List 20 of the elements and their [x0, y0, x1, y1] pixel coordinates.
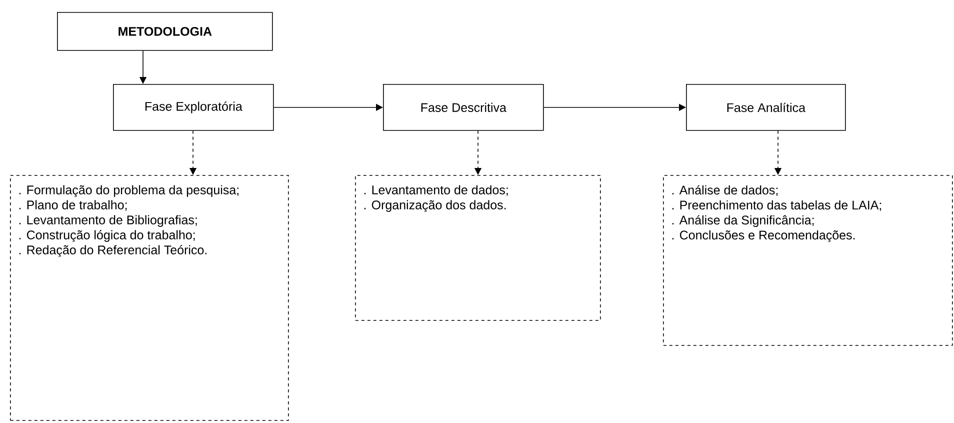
phase-box: Fase Descritiva: [383, 84, 544, 131]
arrow: [273, 104, 383, 111]
activity-list-box: [355, 175, 601, 321]
node-label: . Formulação do problema da pesquisa;: [19, 185, 238, 197]
node-label: . Análise da Significância;: [672, 215, 814, 227]
node-label: . Análise de dados;: [672, 185, 778, 196]
node-label: . Plano de trabalho;: [19, 200, 127, 211]
node-label: . Construção lógica do trabalho;: [19, 230, 195, 242]
node-label: . Conclusões e Recomendações.: [672, 230, 855, 242]
phase-box: Fase Analítica: [686, 84, 846, 131]
node-label: . Preenchimento das tabelas de LAIA;: [672, 200, 882, 211]
activity-list: . Formulação do problema da pesquisa; . Plano de trabalho; . Levantamento de Bibliografias; . Construção lógica do trabalho; . Redação do Referencial Teórico.: [19, 185, 238, 257]
node-label: . Levantamento de Bibliografias;: [19, 215, 197, 227]
activity-list: . Análise de dados; . Preenchimento das tabelas de LAIA; . Análise da Significância; . Conclusões e Recomendações.: [672, 185, 882, 242]
activity-list: . Levantamento de dados; . Organização dos dados.: [364, 185, 508, 212]
node-label: . Redação do Referencial Teórico.: [19, 245, 207, 257]
title-box: METODOLOGIA: [57, 12, 273, 51]
activity-list-box: [10, 175, 289, 421]
phase-box: Fase Exploratória: [113, 84, 274, 131]
activity-list-box: [663, 175, 953, 346]
